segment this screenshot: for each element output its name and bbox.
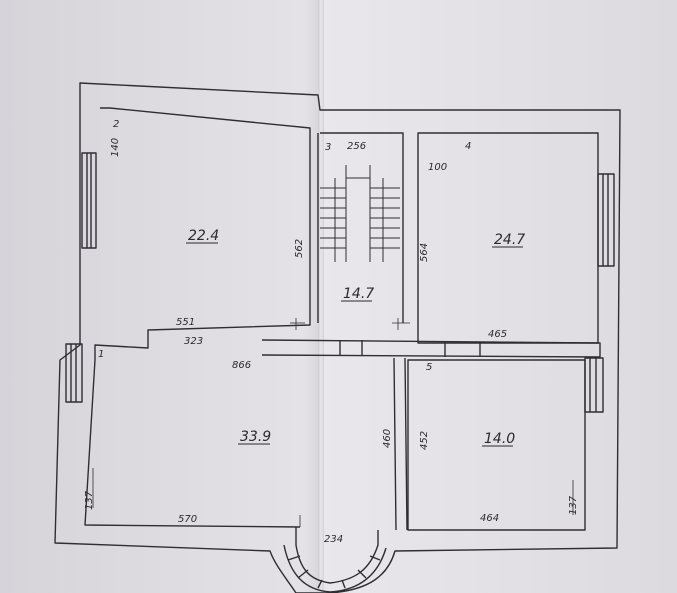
room-5-walls [407,359,586,531]
window-right-upper [597,173,615,267]
dim-866: 866 [232,360,251,371]
dim-465: 465 [488,329,507,340]
room-3-area: 14.7 [343,286,374,302]
window-right-lower [584,357,604,413]
window-left-lower [65,343,83,403]
partition-wall [393,357,408,531]
dim-140: 140 [110,138,121,157]
dim-562: 562 [294,239,305,258]
window-left-upper [81,152,97,249]
stairs [320,165,400,262]
dim-564: 564 [419,243,430,262]
dim-234: 234 [324,534,343,545]
dim-551: 551 [176,317,195,328]
room-1-number: 1 [98,349,104,360]
outer-wall-outline [54,82,621,593]
corridor-wall [261,339,601,358]
dim-452: 452 [419,431,430,450]
dim-460: 460 [382,429,393,448]
dim-256: 256 [347,141,366,152]
bay-window [283,527,387,593]
stair-hall-walls [317,132,404,323]
room-5-number: 5 [426,362,432,373]
room-5-area: 14.0 [484,431,515,447]
room-4-number: 4 [465,141,471,152]
room-2-area: 22.4 [188,228,219,244]
dim-137-right: 137 [568,495,579,515]
dim-323: 323 [184,336,203,347]
paper-fold [318,0,324,593]
dim-464: 464 [480,513,499,524]
dim-570: 570 [178,514,197,525]
inner-wall-outline [84,107,311,528]
room-3-number: 3 [325,142,331,153]
dim-100: 100 [428,162,447,173]
room-4-area: 24.7 [494,232,525,248]
dim-137-left: 137 [84,490,95,510]
room-2-number: 2 [113,119,119,130]
room-1-area: 33.9 [240,429,271,445]
